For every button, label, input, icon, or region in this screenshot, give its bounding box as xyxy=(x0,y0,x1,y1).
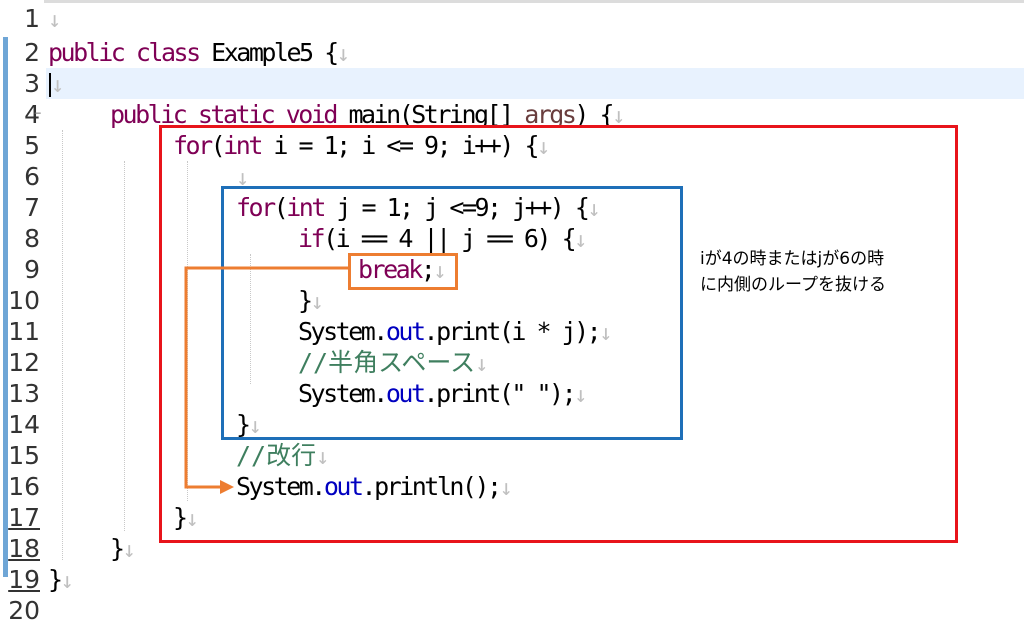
fold-collapse-icon[interactable]: − xyxy=(34,106,42,120)
line-number: 6 xyxy=(24,162,40,191)
line-number: 5 xyxy=(24,131,40,160)
code-line-4: public static void main(String[] args) {… xyxy=(110,100,625,129)
line-number: 9 xyxy=(24,255,40,284)
indent-guide xyxy=(124,161,125,531)
code-line-9: break;↓ xyxy=(358,255,447,284)
current-line-highlight xyxy=(46,68,1024,99)
gutter-change-bar xyxy=(3,37,8,577)
editor-top-border xyxy=(0,0,1024,3)
line-number: 11 xyxy=(8,317,40,346)
code-line-1: ↓ xyxy=(48,8,61,33)
code-line-7: for(int j = 1; j <=9; j++) {↓ xyxy=(236,193,601,222)
code-line-6: ↓ xyxy=(236,166,249,191)
line-number: 10 xyxy=(8,286,40,315)
line-number: 18 xyxy=(8,534,40,563)
line-number: 8 xyxy=(24,224,40,253)
code-line-18: }↓ xyxy=(110,534,136,563)
inner-loop-highlight-box xyxy=(221,186,683,440)
line-number: 12 xyxy=(8,348,40,377)
code-line-13: System.out.print(" ");↓ xyxy=(298,379,587,408)
line-number: 14 xyxy=(8,410,40,439)
annotation-line-1: iが4の時またはjが6の時 xyxy=(700,249,885,269)
line-number: 3 xyxy=(24,69,40,98)
outer-loop-highlight-box xyxy=(159,125,958,543)
annotation-note: iが4の時またはjが6の時 に内側のループを抜ける xyxy=(700,246,960,298)
line-number: 1 xyxy=(24,4,40,33)
line-number: 15 xyxy=(8,441,40,470)
line-number: 20 xyxy=(8,596,40,625)
code-line-3: ↓ xyxy=(49,73,64,98)
line-number: 4 xyxy=(24,100,40,129)
code-line-17: }↓ xyxy=(173,503,199,532)
code-line-8: if(i == 4 || j == 6) {↓ xyxy=(298,224,587,253)
line-number-gutter xyxy=(0,0,44,627)
line-number: 13 xyxy=(8,379,40,408)
text-cursor xyxy=(49,73,51,97)
line-number: 2 xyxy=(24,38,40,67)
indent-guide xyxy=(62,130,63,560)
break-highlight-box xyxy=(348,253,458,290)
line-number: 16 xyxy=(8,472,40,501)
code-line-5: for(int i = 1; i <= 9; i++) {↓ xyxy=(173,131,550,160)
line-number: 19 xyxy=(8,565,40,594)
code-line-2: public class Example5 {↓ xyxy=(48,38,350,67)
code-line-19: }↓ xyxy=(48,565,74,594)
line-number: 17 xyxy=(8,503,40,532)
line-number: 7 xyxy=(24,193,40,222)
annotation-line-2: に内側のループを抜ける xyxy=(700,275,886,295)
